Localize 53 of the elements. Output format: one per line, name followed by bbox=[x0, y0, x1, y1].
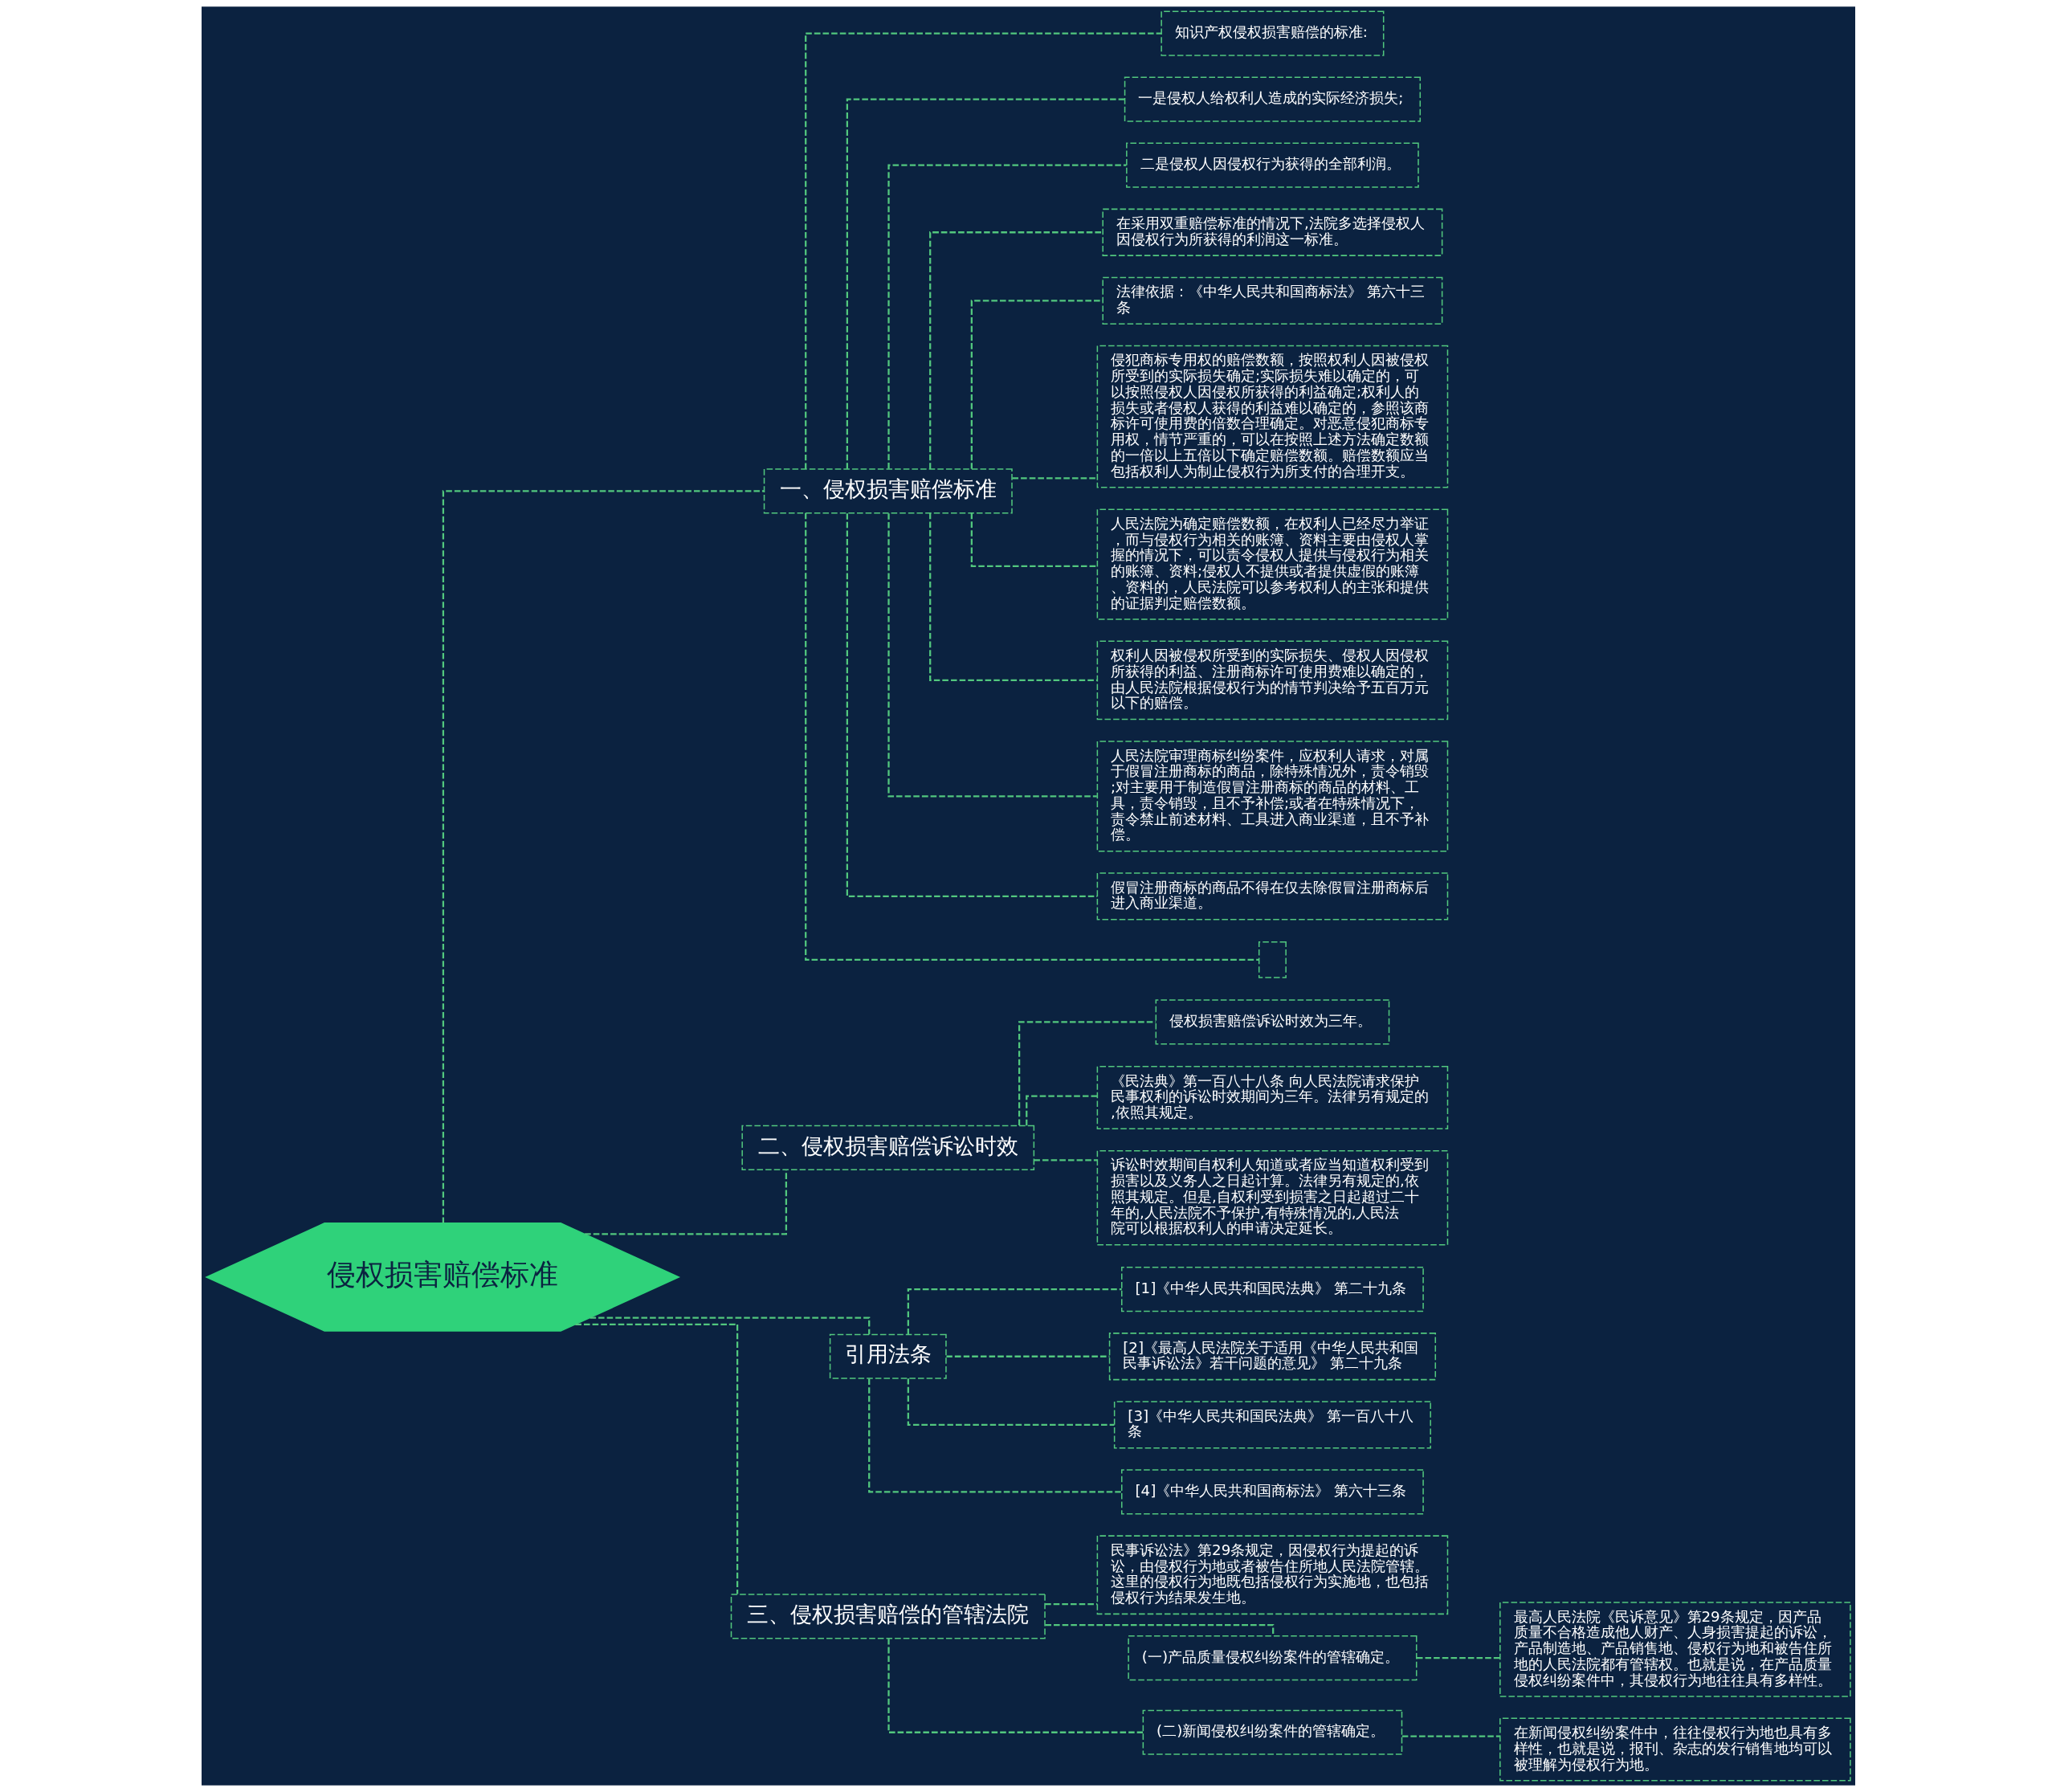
connector bbox=[574, 1323, 738, 1594]
connector bbox=[1044, 1603, 1097, 1606]
connector bbox=[1044, 1623, 1274, 1636]
connector bbox=[1033, 1159, 1097, 1161]
node-box: 二、侵权损害赔偿诉讼时效 bbox=[740, 1125, 1034, 1170]
node-box: 一、侵权损害赔偿标准 bbox=[763, 468, 1013, 514]
connector bbox=[804, 32, 1161, 469]
node-box: 最高人民法院《民诉意见》第29条规定，因产品质量不合格造成他人财产、人身损害提起的诉讼，产品制造地、产品销售地、侵权行为地和被告住所地的人民法院都有管辖权。也就是说，在产品质量侵权纠纷案件中，其侵权行为地往往具有多样性。 bbox=[1499, 1602, 1851, 1697]
node-box: (一)产品质量侵权纠纷案件的管辖确定。 bbox=[1127, 1635, 1417, 1681]
node-box: 侵犯商标专用权的赔偿数额，按照权利人因被侵权所受到的实际损失确定;实际损失难以确定的，可以按照侵权人因侵权所获得的利益确定;权利人的损失或者侵权人获得的利益难以确定的，参照该商标许可使用费的倍数合理确定。对恶意侵犯商标专用权，情节严重的，可以在按照上述方法确定数额的一倍以上五倍以下确定赔偿数额。赔偿数额应当包括权利人为制止侵权行为所支付的合理开支。 bbox=[1096, 345, 1448, 488]
connector bbox=[1416, 1656, 1500, 1659]
node-box: 二是侵权人因侵权行为获得的全部利润。 bbox=[1125, 142, 1419, 188]
node-box: 人民法院审理商标纠纷案件，应权利人请求，对属于假冒注册商标的商品，除特殊情况外，责令销毁;对主要用于制造假冒注册商标的商品的材料、工具，责令销毁，且不予补偿;或者在特殊情况下，责令禁止前述材料、工具进入商业渠道，且不予补偿。 bbox=[1096, 741, 1448, 852]
node-box bbox=[1258, 941, 1287, 978]
connector bbox=[945, 1355, 1109, 1357]
connector bbox=[804, 512, 1259, 961]
node-box: 引用法条 bbox=[829, 1333, 947, 1379]
connector bbox=[867, 1378, 1122, 1493]
node-box: [3]《中华人民共和国民法典》 第一百八十八条 bbox=[1113, 1401, 1431, 1449]
connector bbox=[970, 512, 1097, 567]
connector bbox=[1025, 1095, 1097, 1126]
node-box: 三、侵权损害赔偿的管辖法院 bbox=[730, 1594, 1046, 1639]
connector bbox=[1401, 1735, 1500, 1737]
node-box: 诉讼时效期间自权利人知道或者应当知道权利受到损害以及义务人之日起计算。法律另有规定的,依照其规定。但是,自权利受到损害之日起超过二十年的,人民法院不予保护,有特殊情况的,人民法院可以根据权利人的申请决定延长。 bbox=[1096, 1149, 1448, 1246]
node-box: [4]《中华人民共和国商标法》 第六十三条 bbox=[1120, 1469, 1424, 1515]
connector bbox=[589, 1316, 870, 1335]
node-box: [2]《最高人民法院关于适用《中华人民共和国民事诉讼法》若干问题的意见》 第二十九条 bbox=[1108, 1333, 1436, 1381]
connector bbox=[970, 300, 1103, 469]
connector bbox=[887, 1639, 1143, 1733]
node-box: [1]《中华人民共和国民法典》 第二十九条 bbox=[1120, 1267, 1424, 1312]
node-box: 知识产权侵权损害赔偿的标准: bbox=[1160, 10, 1384, 56]
node-box: 人民法院为确定赔偿数额，在权利人已经尽力举证，而与侵权行为相关的账簿、资料主要由侵权人掌握的情况下，可以责令侵权人提供与侵权行为相关的账簿、资料;侵权人不提供或者提供虚假的账簿、资料的，人民法院可以参考权利人的主张和提供的证据判定赔偿数额。 bbox=[1096, 508, 1448, 620]
connector bbox=[846, 513, 1097, 898]
node-box: 在采用双重赔偿标准的情况下,法院多选择侵权人因侵权行为所获得的利润这一标准。 bbox=[1101, 208, 1442, 256]
node-box: 民事诉讼法》第29条规定，因侵权行为提起的诉讼，由侵权行为地或者被告住所地人民法院管辖。这里的侵权行为地既包括侵权行为实施地，也包括侵权行为结果发生地。 bbox=[1096, 1535, 1448, 1615]
node-box: 《民法典》第一百八十八条 向人民法院请求保护民事权利的诉讼时效期间为三年。法律另有规定的,依照其规定。 bbox=[1096, 1066, 1448, 1130]
node-box: 在新闻侵权纠纷案件中，往往侵权行为地也具有多样性，也就是说，报刊、杂志的发行销售地均可以被理解为侵权行为地。 bbox=[1499, 1717, 1851, 1782]
connector bbox=[928, 512, 1097, 682]
node-box: 假冒注册商标的商品不得在仅去除假冒注册商标后进入商业渠道。 bbox=[1096, 872, 1448, 920]
connector bbox=[907, 1378, 1114, 1426]
node-box: 侵权损害赔偿诉讼时效为三年。 bbox=[1155, 999, 1389, 1045]
node-box: 法律依据：《中华人民共和国商标法》 第六十三条 bbox=[1101, 276, 1442, 325]
node-box: 一是侵权人给权利人造成的实际经济损失; bbox=[1124, 76, 1421, 122]
connector bbox=[1012, 477, 1097, 480]
node-box: 权利人因被侵权所受到的实际损失、侵权人因侵权所获得的利益、注册商标许可使用费难以确定的，由人民法院根据侵权行为的情节判决给予五百万元以下的赔偿。 bbox=[1096, 640, 1448, 720]
connector bbox=[1018, 1021, 1156, 1125]
node-box: (二)新闻侵权纠纷案件的管辖确定。 bbox=[1142, 1709, 1402, 1755]
connector bbox=[846, 98, 1124, 469]
connector bbox=[442, 490, 764, 1223]
connector bbox=[887, 164, 1126, 469]
connector bbox=[907, 1288, 1122, 1335]
connector bbox=[887, 513, 1097, 798]
connector bbox=[928, 231, 1103, 469]
